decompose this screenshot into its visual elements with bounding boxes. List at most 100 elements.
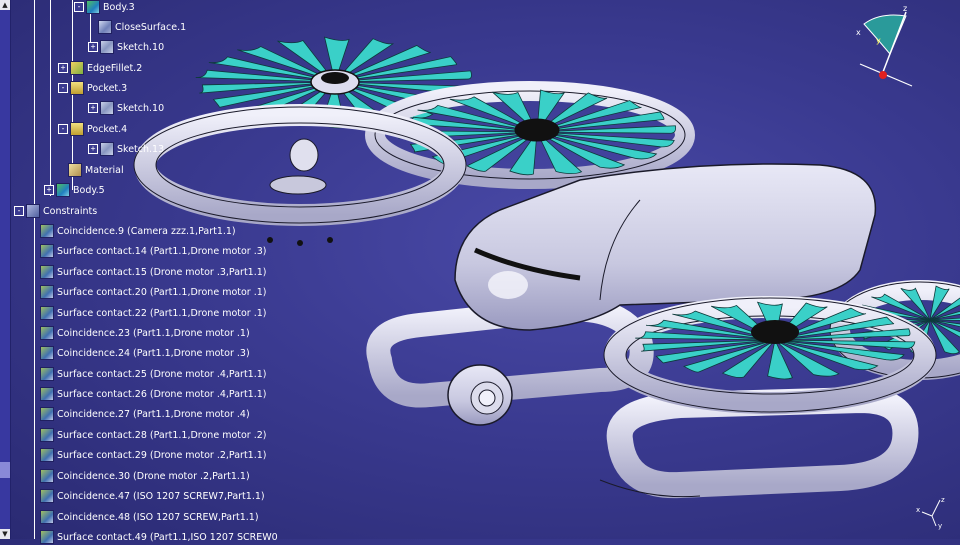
rotor-blade bbox=[509, 130, 538, 176]
constraint-icon bbox=[40, 469, 54, 483]
tree-node-label: Surface contact.29 (Drone motor .2,Part1… bbox=[57, 449, 267, 461]
tree-node-label: Coincidence.27 (Part1.1,Drone motor .4) bbox=[57, 408, 250, 420]
axis-z-label: z bbox=[941, 496, 945, 504]
rotor-blade bbox=[199, 81, 336, 94]
tree-node-label: Surface contact.14 (Part1.1,Drone motor … bbox=[57, 245, 267, 257]
tree-node-label: Surface contact.25 (Drone motor .4,Part1… bbox=[57, 368, 267, 380]
rotor-front-center[interactable] bbox=[603, 296, 937, 414]
sketch-icon bbox=[100, 101, 114, 115]
rotor-blade bbox=[208, 56, 336, 83]
tree-node-label: Coincidence.23 (Part1.1,Drone motor .1) bbox=[57, 327, 250, 339]
rotor-blade bbox=[900, 287, 931, 321]
rotor-blade bbox=[721, 339, 776, 378]
tree-node[interactable]: +EdgeFillet.2 bbox=[58, 60, 142, 76]
tree-node[interactable]: Coincidence.47 (ISO 1207 SCREW7,Part1.1) bbox=[40, 488, 265, 504]
collapse-icon[interactable]: - bbox=[58, 124, 68, 134]
rotor-blade bbox=[774, 339, 916, 349]
expand-icon[interactable]: + bbox=[58, 63, 68, 73]
expand-icon[interactable]: + bbox=[88, 42, 98, 52]
tree-node-label: Surface contact.15 (Drone motor .3,Part1… bbox=[57, 266, 267, 278]
collapse-icon[interactable]: - bbox=[74, 2, 84, 12]
tree-node-label: Coincidence.9 (Camera zzz.1,Part1.1) bbox=[57, 225, 236, 237]
tree-node[interactable]: -Body.3 bbox=[74, 0, 135, 15]
constraint-icon bbox=[40, 530, 54, 544]
compass-z-label: z bbox=[903, 4, 907, 13]
constraint-icon bbox=[40, 387, 54, 401]
tree-node[interactable]: Material bbox=[68, 162, 124, 178]
tree-node[interactable]: Coincidence.48 (ISO 1207 SCREW,Part1.1) bbox=[40, 509, 259, 525]
rotor-blade bbox=[466, 131, 538, 172]
tree-node[interactable]: Coincidence.30 (Drone motor .2,Part1.1) bbox=[40, 468, 250, 484]
rotor-blade bbox=[929, 310, 960, 321]
rotor-blade bbox=[635, 331, 776, 341]
tree-node[interactable]: +Sketch.10 bbox=[88, 100, 164, 116]
tree-node[interactable]: Coincidence.27 (Part1.1,Drone motor .4) bbox=[40, 406, 250, 422]
constraint-icon bbox=[40, 346, 54, 360]
material-icon bbox=[68, 163, 82, 177]
expand-icon[interactable]: + bbox=[88, 144, 98, 154]
rotor-blade bbox=[774, 339, 905, 361]
expand-icon[interactable]: + bbox=[44, 185, 54, 195]
tree-node[interactable]: Surface contact.22 (Part1.1,Drone motor … bbox=[40, 305, 267, 321]
axis-y-label: y bbox=[938, 522, 942, 530]
tree-node[interactable]: Surface contact.25 (Drone motor .4,Part1… bbox=[40, 366, 267, 382]
constraints-icon bbox=[26, 204, 40, 218]
tree-node[interactable]: Surface contact.28 (Part1.1,Drone motor … bbox=[40, 427, 267, 443]
tree-node[interactable]: -Pocket.4 bbox=[58, 121, 127, 137]
compass-y-label: y bbox=[876, 36, 881, 45]
tree-node[interactable]: Surface contact.29 (Drone motor .2,Part1… bbox=[40, 447, 267, 463]
tree-scrollbar[interactable]: ▲ ▼ bbox=[0, 0, 11, 539]
tree-node[interactable]: -Pocket.3 bbox=[58, 80, 127, 96]
tree-node[interactable]: +Body.5 bbox=[44, 182, 105, 198]
tree-node-label: Coincidence.48 (ISO 1207 SCREW,Part1.1) bbox=[57, 511, 259, 523]
tree-node-label: Surface contact.22 (Part1.1,Drone motor … bbox=[57, 307, 267, 319]
tree-node-label: Surface contact.20 (Part1.1,Drone motor … bbox=[57, 286, 267, 298]
constraint-icon bbox=[40, 326, 54, 340]
rotor-blade bbox=[682, 339, 776, 373]
scroll-up-button[interactable]: ▲ bbox=[0, 0, 10, 10]
collapse-icon[interactable]: - bbox=[58, 83, 68, 93]
tree-connector bbox=[90, 0, 91, 52]
camera-gimbal[interactable] bbox=[447, 364, 513, 426]
tree-node[interactable]: Coincidence.23 (Part1.1,Drone motor .1) bbox=[40, 325, 250, 341]
sketch-icon bbox=[100, 40, 114, 54]
tree-connector bbox=[72, 0, 73, 190]
rotor-left-ring[interactable] bbox=[133, 104, 467, 246]
tree-node-label: Coincidence.47 (ISO 1207 SCREW7,Part1.1) bbox=[57, 490, 265, 502]
rotor-blade bbox=[195, 69, 336, 83]
tree-node[interactable]: Surface contact.15 (Drone motor .3,Part1… bbox=[40, 264, 267, 280]
rotor-blade bbox=[536, 131, 626, 169]
expand-icon[interactable]: + bbox=[88, 103, 98, 113]
constraint-icon bbox=[40, 367, 54, 381]
axis-indicator: z x y bbox=[916, 496, 945, 530]
scroll-down-button[interactable]: ▼ bbox=[0, 529, 10, 539]
tree-node[interactable]: +Sketch.13 bbox=[88, 141, 164, 157]
drone-fuselage[interactable] bbox=[454, 163, 877, 331]
constraint-icon bbox=[40, 244, 54, 258]
rotor-blade bbox=[774, 316, 895, 341]
tree-node[interactable]: -Constraints bbox=[14, 203, 97, 219]
rotor-blade bbox=[536, 131, 658, 160]
tree-node[interactable]: Surface contact.49 (Part1.1,ISO 1207 SCR… bbox=[40, 529, 278, 545]
rotor-blade bbox=[871, 293, 931, 321]
rotor-blade bbox=[449, 96, 538, 133]
compass-widget[interactable]: z x y bbox=[850, 2, 920, 88]
tree-node[interactable]: +Sketch.10 bbox=[88, 39, 164, 55]
tree-node[interactable]: Coincidence.24 (Part1.1,Drone motor .3) bbox=[40, 345, 250, 361]
scroll-thumb[interactable] bbox=[0, 462, 10, 478]
rotor-blade bbox=[672, 310, 776, 341]
tree-node[interactable]: CloseSurface.1 bbox=[98, 19, 186, 35]
tree-node[interactable]: Surface contact.26 (Drone motor .4,Part1… bbox=[40, 386, 267, 402]
tree-node[interactable]: Surface contact.14 (Part1.1,Drone motor … bbox=[40, 243, 267, 259]
constraint-icon bbox=[40, 224, 54, 238]
tree-node-label: Material bbox=[85, 164, 124, 176]
rotor-blade bbox=[929, 285, 950, 321]
tree-node[interactable]: Surface contact.20 (Part1.1,Drone motor … bbox=[40, 284, 267, 300]
tree-node[interactable]: Coincidence.9 (Camera zzz.1,Part1.1) bbox=[40, 223, 236, 239]
rotor-back-center[interactable] bbox=[365, 81, 695, 189]
pocket-icon bbox=[70, 81, 84, 95]
rotor-blade bbox=[767, 338, 793, 380]
collapse-icon[interactable]: - bbox=[14, 206, 24, 216]
